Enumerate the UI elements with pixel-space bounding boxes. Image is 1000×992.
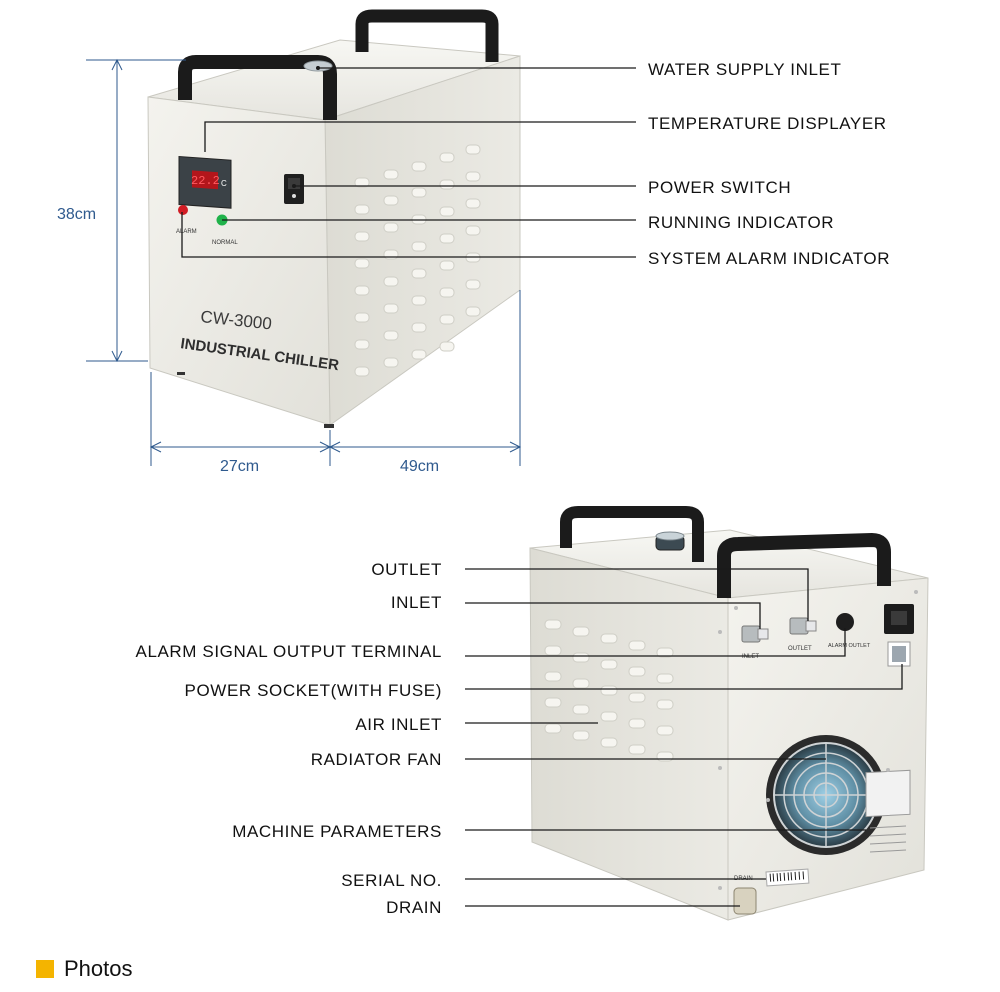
rear-top-handle [560, 506, 704, 562]
photos-title: Photos [64, 956, 133, 981]
port-alarm-label: ALARM OUTLET [828, 643, 871, 649]
label-water-supply-inlet: WATER SUPPLY INLET [648, 60, 841, 79]
label-drain: DRAIN [386, 898, 442, 917]
rear-main-handle [717, 533, 891, 598]
rear-callout-lines [465, 568, 903, 907]
side-vents [354, 144, 481, 377]
water-ports: INLET OUTLET ALARM OUTLET [741, 613, 871, 660]
label-radiator-fan: RADIATOR FAN [311, 750, 442, 769]
label-air-inlet: AIR INLET [355, 715, 442, 734]
label-serial-no: SERIAL NO. [341, 871, 442, 890]
port-outlet-label: OUTLET [788, 646, 812, 652]
label-inlet: INLET [391, 593, 442, 612]
label-outlet: OUTLET [371, 560, 442, 579]
dimension-lines [86, 58, 522, 466]
label-power-switch: POWER SWITCH [648, 178, 791, 197]
label-system-alarm-indicator: SYSTEM ALARM INDICATOR [648, 249, 890, 268]
alarm-terminal [836, 613, 854, 631]
display-unit: C [221, 179, 227, 188]
photos-section-header: Photos [36, 956, 133, 982]
port-inlet-label: INLET [742, 654, 759, 660]
alarm-led-label: ALARM [176, 229, 197, 235]
power-switch [284, 174, 304, 204]
label-alarm-signal-output-terminal: ALARM SIGNAL OUTPUT TERMINAL [136, 642, 443, 661]
dimension-height: 38cm [57, 206, 96, 223]
temperature-display: 22.2 C [178, 155, 232, 209]
accent-square [36, 960, 54, 978]
alarm-led [178, 205, 188, 215]
rear-side-vents [544, 619, 674, 762]
normal-led-label: NORMAL [212, 240, 238, 246]
label-running-indicator: RUNNING INDICATOR [648, 213, 834, 232]
label-machine-parameters: MACHINE PARAMETERS [232, 822, 442, 841]
label-temperature-displayer: TEMPERATURE DISPLAYER [648, 114, 887, 133]
display-reading: 22.2 [191, 174, 220, 188]
rear-handle [355, 9, 499, 62]
serial-sticker [765, 868, 810, 887]
dimension-depth: 49cm [400, 458, 439, 475]
power-socket [884, 604, 914, 667]
rear-chiller-illustration: INLET OUTLET ALARM OUTLET [529, 506, 929, 921]
label-power-socket: POWER SOCKET(WITH FUSE) [185, 681, 442, 700]
front-chiller-illustration: 22.2 C ALARM NORMAL CW-3000 INDUSTRIAL C… [147, 9, 521, 428]
dimension-width: 27cm [220, 458, 259, 475]
